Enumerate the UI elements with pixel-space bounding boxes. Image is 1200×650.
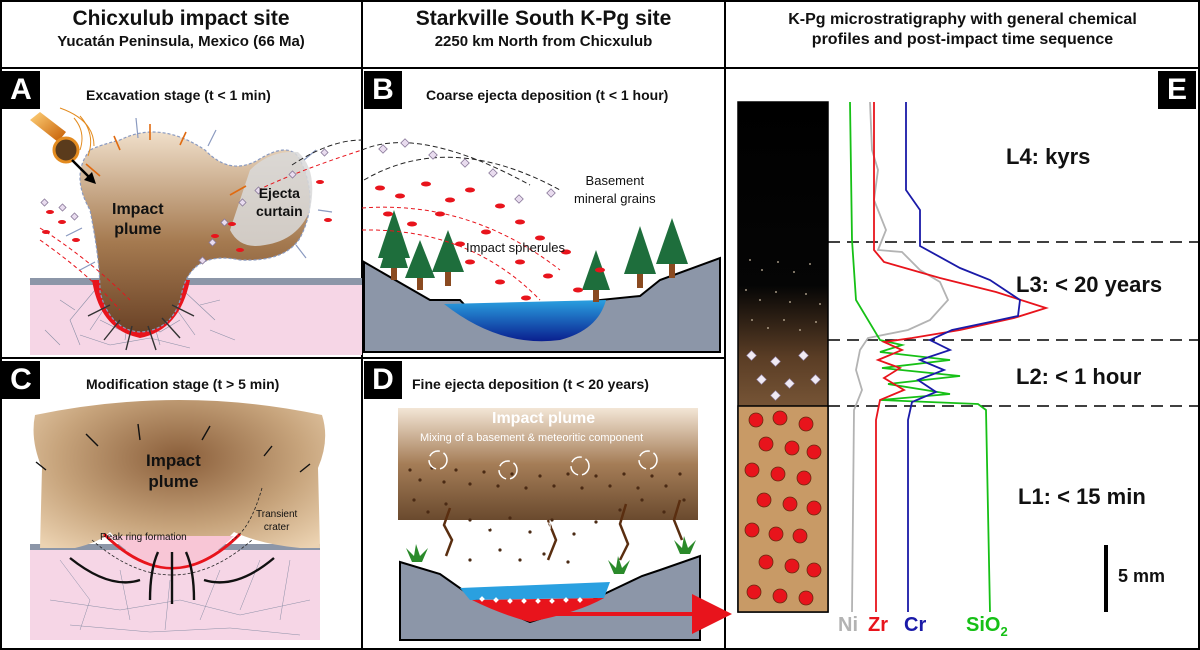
zr-profile bbox=[873, 102, 1049, 612]
meteor-icon bbox=[30, 107, 96, 184]
panel-a-letter: A bbox=[2, 71, 40, 109]
sio2-profile bbox=[849, 101, 991, 613]
header-col3: K-Pg microstratigraphy with general chem… bbox=[725, 10, 1200, 50]
panel-b-letter: B bbox=[364, 71, 402, 109]
panel-d-dust-label: Fine-grained dust bbox=[474, 518, 568, 532]
panel-a-curtain-label: Ejecta curtain bbox=[256, 184, 303, 220]
tree-icon bbox=[378, 210, 688, 302]
header-col2: Starkville South K-Pg site 2250 km North… bbox=[362, 6, 725, 52]
panel-d-mixing-label: Mixing of a basement & meteoritic compon… bbox=[420, 432, 644, 444]
element-ni-label: Ni bbox=[838, 614, 858, 636]
panel-a-illustration bbox=[30, 107, 363, 355]
scale-bar-label: 5 mm bbox=[1118, 566, 1166, 586]
panel-b-grains-line2: mineral grains bbox=[574, 191, 656, 206]
panel-a-plume-label: Impact plume bbox=[112, 200, 164, 240]
panel-c-letter: C bbox=[2, 361, 40, 399]
panel-a-plume-line1: Impact bbox=[112, 201, 164, 218]
panel-e-column bbox=[737, 101, 1200, 613]
element-sio2-label: SiO2 bbox=[966, 614, 1008, 639]
panel-a-curtain-line1: Ejecta bbox=[258, 185, 300, 201]
panel-b-grains-line1: Basement bbox=[585, 173, 645, 188]
header-col1-subtitle: Yucatán Peninsula, Mexico (66 Ma) bbox=[57, 33, 305, 50]
panel-b-grains-label: Basement mineral grains bbox=[574, 172, 656, 208]
cr-profile bbox=[905, 102, 1021, 612]
panel-c-transient-line1: Transient bbox=[256, 509, 298, 520]
panel-e-letter: E bbox=[1158, 71, 1196, 109]
panel-c-title: Modification stage (t > 5 min) bbox=[86, 376, 280, 392]
header-col1-title: Chicxulub impact site bbox=[72, 7, 290, 30]
header-col1: Chicxulub impact site Yucatán Peninsula,… bbox=[0, 6, 362, 52]
chemical-profiles bbox=[849, 101, 1049, 613]
panel-a-curtain-line2: curtain bbox=[256, 203, 303, 219]
header-col2-subtitle: 2250 km North from Chicxulub bbox=[434, 33, 653, 50]
panel-d-plume-label: Impact plume bbox=[492, 410, 596, 427]
element-sio2-base: SiO bbox=[966, 614, 1001, 636]
element-zr-label: Zr bbox=[868, 614, 888, 636]
element-cr-label: Cr bbox=[904, 614, 927, 636]
panel-b-illustration bbox=[361, 138, 721, 353]
panel-c-plume-line2: plume bbox=[148, 472, 199, 491]
panel-c-plume-label: Impact plume bbox=[146, 450, 201, 492]
layer-l4-label: L4: kyrs bbox=[1006, 144, 1091, 169]
header-col3-line1: K-Pg microstratigraphy with general chem… bbox=[788, 11, 1137, 28]
panel-a-title: Excavation stage (t < 1 min) bbox=[86, 87, 271, 103]
panel-d-letter: D bbox=[364, 361, 402, 399]
layer-l2-label: L2: < 1 hour bbox=[1016, 364, 1142, 389]
layer-l3-label: L3: < 20 years bbox=[1016, 272, 1163, 297]
panel-b-title: Coarse ejecta deposition (t < 1 hour) bbox=[426, 87, 669, 103]
element-sio2-subscript: 2 bbox=[1000, 624, 1008, 639]
panel-c-peak-label: Peak ring formation bbox=[100, 532, 187, 543]
ni-profile bbox=[851, 101, 950, 613]
panel-d-illustration bbox=[398, 408, 732, 641]
panel-d-title: Fine ejecta deposition (t < 20 years) bbox=[412, 376, 649, 392]
panel-c-illustration bbox=[30, 400, 326, 640]
panel-b-spherules-label: Impact spherules bbox=[466, 240, 565, 255]
panel-a-plume-line2: plume bbox=[114, 221, 162, 238]
panel-c-transient-label: Transient crater bbox=[256, 508, 297, 534]
header-col3-line2: profiles and post-impact time sequence bbox=[811, 31, 1114, 48]
layer-l1-label: L1: < 15 min bbox=[1018, 484, 1146, 509]
header-col2-title: Starkville South K-Pg site bbox=[415, 7, 672, 30]
panel-c-transient-line2: crater bbox=[263, 522, 290, 533]
panel-c-plume-line1: Impact bbox=[146, 451, 201, 470]
